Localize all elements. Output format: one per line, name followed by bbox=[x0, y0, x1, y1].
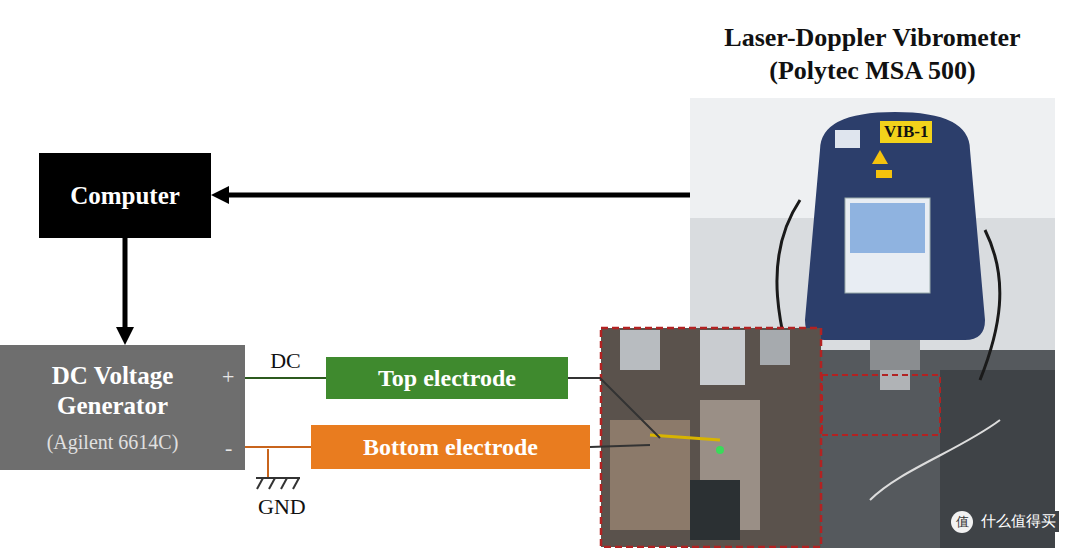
ground-hatch bbox=[281, 478, 287, 489]
ground-stem bbox=[267, 449, 269, 478]
inset-photo bbox=[601, 328, 821, 547]
watermark-icon: 值 bbox=[951, 511, 973, 533]
model-number: (Agilent 6614C) bbox=[10, 431, 215, 454]
inset-led bbox=[716, 446, 724, 454]
ground-hatch bbox=[293, 478, 299, 489]
inset-lens bbox=[760, 330, 790, 365]
device-sticker bbox=[835, 130, 860, 148]
ground-symbol bbox=[256, 449, 300, 489]
objective-lens bbox=[880, 370, 910, 390]
inset-border bbox=[601, 328, 821, 547]
device-screen bbox=[845, 198, 930, 293]
electrode-box: Bottom electrode bbox=[311, 425, 590, 469]
box-label: Computer bbox=[70, 182, 180, 210]
arrow bbox=[123, 238, 128, 337]
signal-label: DC bbox=[268, 348, 303, 374]
inset-lens bbox=[700, 330, 745, 385]
photo-background bbox=[690, 98, 1055, 548]
indicator bbox=[876, 170, 892, 178]
watermark: 什么值得买 bbox=[978, 511, 1059, 532]
ground-hatch bbox=[269, 478, 275, 489]
wire bbox=[245, 377, 326, 379]
instrument-box: DC Voltage Generator (Agilent 6614C) + - bbox=[0, 345, 245, 470]
inset-holder bbox=[690, 480, 740, 540]
box-label: Top electrode bbox=[378, 365, 516, 392]
screen-image bbox=[850, 203, 925, 253]
arrow bbox=[219, 193, 690, 198]
inset-lens bbox=[620, 330, 660, 370]
box-label: DC Voltage Generator bbox=[10, 361, 215, 421]
device-tag: VIB-1 bbox=[880, 121, 932, 143]
objective-lens bbox=[870, 340, 920, 370]
device-heading: Laser-Doppler Vibrometer (Polytec MSA 50… bbox=[703, 22, 1043, 87]
ground-hatch bbox=[257, 478, 263, 489]
electrode-box: Top electrode bbox=[326, 357, 568, 399]
process-box: Computer bbox=[39, 153, 211, 238]
box-label: Bottom electrode bbox=[363, 434, 538, 461]
vibrometer-head bbox=[805, 112, 985, 340]
inset-background bbox=[601, 328, 821, 547]
probe-wire bbox=[590, 445, 650, 447]
wire bbox=[245, 446, 311, 448]
laser-warning-sign bbox=[872, 150, 888, 164]
zoom-region bbox=[822, 375, 940, 435]
ground-label: GND bbox=[258, 494, 306, 520]
photo-cable bbox=[870, 420, 1000, 500]
terminal-sign: - bbox=[225, 435, 232, 461]
vibrometer-node: Laser-Doppler Vibrometer (Polytec MSA 50… bbox=[690, 22, 1055, 548]
terminal-sign: + bbox=[222, 364, 234, 390]
vibrometer-photo bbox=[690, 98, 1055, 548]
